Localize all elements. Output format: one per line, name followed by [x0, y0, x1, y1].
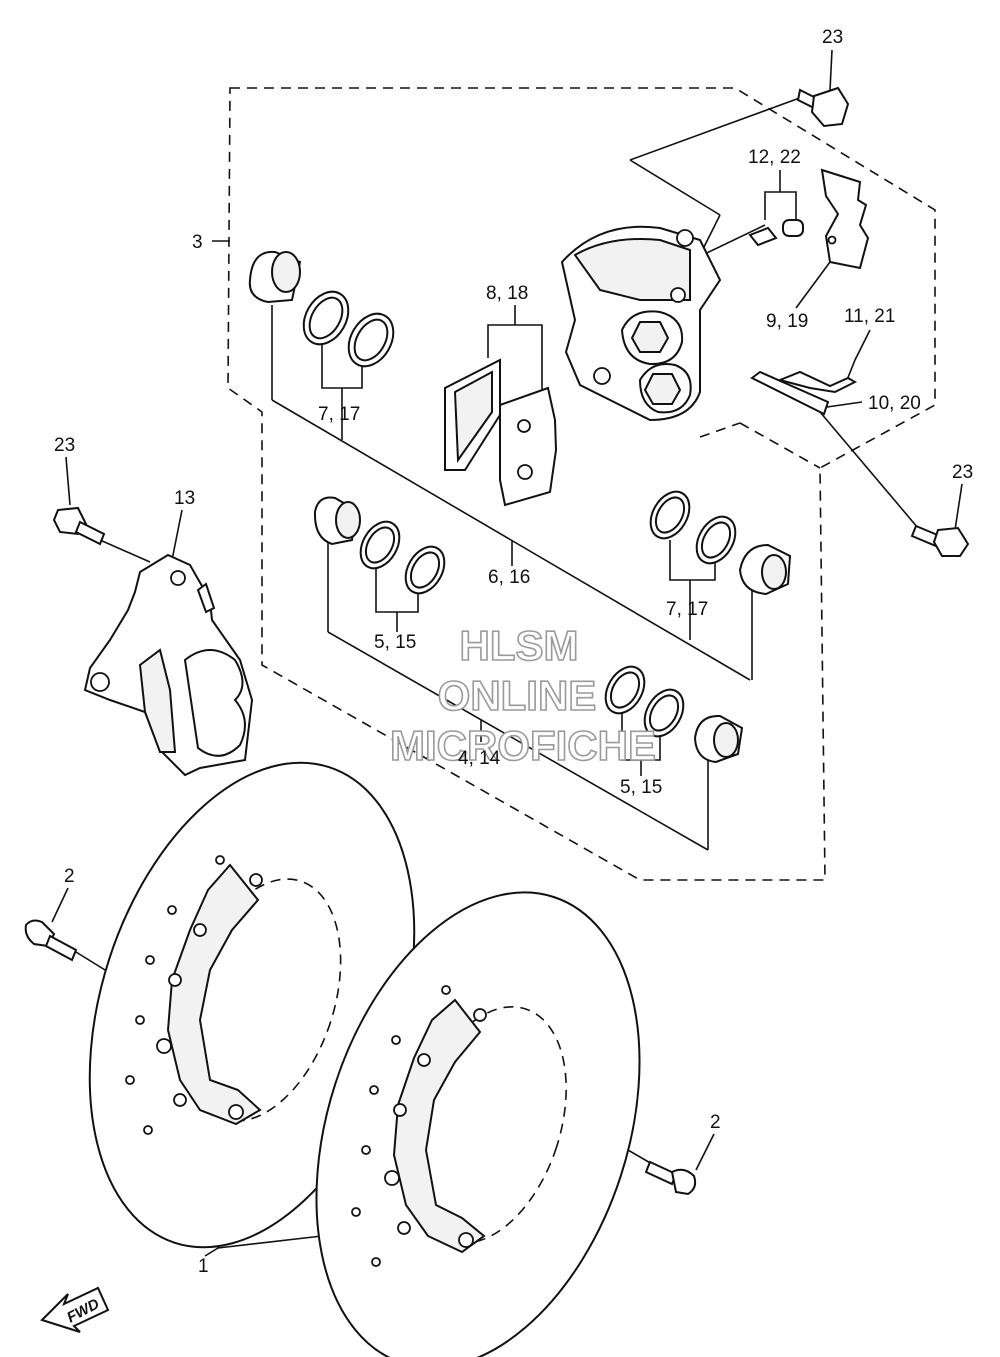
seal-right-upper-1 — [649, 490, 691, 540]
bolt-23-right — [910, 524, 970, 557]
callout-4-14: 4, 14 — [458, 748, 501, 769]
piston-lower-left — [313, 496, 361, 546]
seal-lower-left-1 — [359, 520, 401, 570]
caliper-left — [83, 553, 254, 777]
callout-2-right: 2 — [710, 1112, 721, 1133]
watermark-line-2: ONLINE — [438, 672, 597, 719]
pad-pin — [750, 370, 830, 416]
callout-13: 13 — [174, 488, 195, 509]
watermark-line-1: HLSM — [460, 622, 579, 669]
callout-10-20: 10, 20 — [868, 393, 921, 414]
callout-11-21: 11, 21 — [844, 306, 895, 327]
callout-8-18: 8, 18 — [486, 283, 528, 304]
callout-7-17-upper: 7, 17 — [318, 404, 360, 425]
callout-12-22: 12, 22 — [748, 147, 801, 168]
assembly-inner-divider — [699, 422, 741, 438]
callout-23-left: 23 — [54, 435, 75, 456]
callout-23-top: 23 — [822, 27, 843, 48]
callout-23-right: 23 — [952, 462, 973, 483]
pad-spring — [820, 168, 870, 270]
piston-right-upper — [738, 543, 792, 596]
brake-pad-2 — [499, 386, 558, 507]
seal-upper-2 — [347, 312, 395, 368]
callout-2-left: 2 — [64, 866, 75, 887]
piston-upper-left — [248, 250, 302, 304]
bolt-2-right — [644, 1160, 697, 1196]
caliper-body-main — [560, 225, 722, 422]
seal-right-lower-1 — [604, 665, 646, 715]
piston-right-lower — [693, 714, 744, 764]
callout-5-15-left: 5, 15 — [374, 632, 416, 653]
callout-3: 3 — [192, 232, 203, 253]
seal-right-upper-2 — [695, 515, 737, 565]
brake-pad-1 — [444, 358, 501, 471]
fwd-direction-marker: FWD — [40, 1286, 110, 1333]
callout-5-15-right: 5, 15 — [620, 777, 662, 798]
callout-9-19: 9, 19 — [766, 311, 808, 332]
bolt-23-left — [52, 506, 106, 546]
assembly-inner-outline — [739, 422, 821, 469]
bolt-2-left — [24, 919, 78, 962]
callout-labels: 23 12, 22 3 8, 18 9, 19 11, 21 10, 20 7,… — [54, 27, 973, 1277]
caliper-assembly-outline — [227, 87, 936, 881]
bleed-screw — [748, 219, 804, 247]
pad-pin-clip — [776, 370, 858, 394]
seal-upper-1 — [302, 290, 350, 346]
callout-6-16: 6, 16 — [488, 567, 530, 588]
callout-7-17-lower: 7, 17 — [666, 599, 708, 620]
watermark-line-3: MICROFICHE — [390, 722, 656, 769]
seal-right-lower-2 — [643, 688, 685, 738]
bolt-23-top — [796, 86, 850, 128]
callout-1: 1 — [198, 1256, 209, 1277]
brake-disc-right — [315, 891, 641, 1357]
seal-lower-left-2 — [404, 545, 446, 595]
watermark: HLSM ONLINE MICROFICHE — [389, 621, 657, 770]
